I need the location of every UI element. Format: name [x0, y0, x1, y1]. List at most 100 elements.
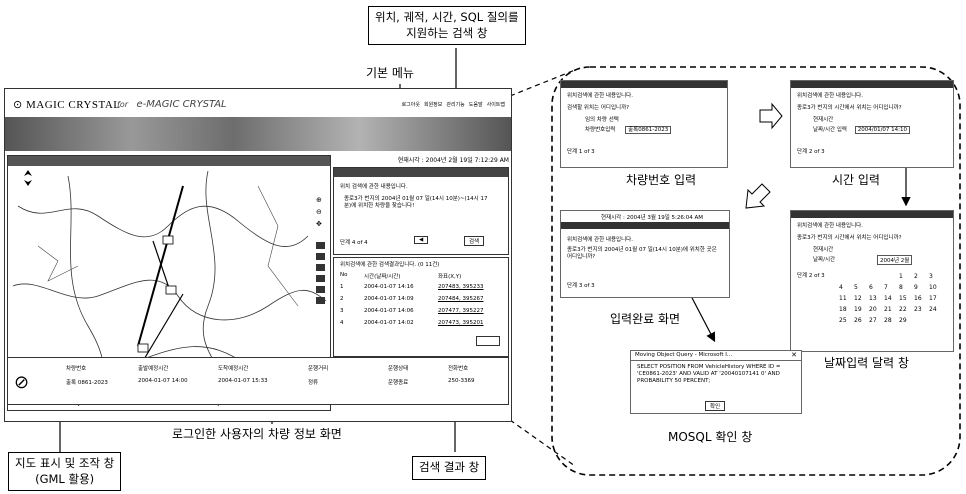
menu-admin[interactable]: 관리기능 [446, 102, 465, 108]
calendar-day[interactable]: 27 [869, 317, 877, 324]
calendar-day[interactable]: 20 [869, 306, 877, 313]
screen-step: 단계 3 of 3 [567, 283, 595, 289]
menu-sitemap[interactable]: 사이트맵 [486, 102, 505, 108]
tool-button[interactable] [316, 253, 325, 260]
map-marker[interactable] [137, 343, 149, 353]
calendar-day[interactable]: 21 [884, 306, 892, 313]
calendar-day[interactable]: 8 [899, 284, 903, 291]
zoom-out-icon[interactable]: ⊖ [316, 208, 322, 216]
map-marker[interactable] [162, 235, 174, 245]
calendar-day[interactable]: 13 [869, 295, 877, 302]
menu-help[interactable]: 도움말 [468, 102, 483, 108]
calendar-day[interactable]: 16 [914, 295, 922, 302]
zoom-in-icon[interactable]: ⊕ [316, 196, 322, 204]
calendar-day[interactable]: 24 [929, 306, 937, 313]
mosql-caption: MOSQL 확인 창 [668, 430, 753, 444]
for-label: for [117, 100, 128, 109]
mosql-title: Moving Object Query - Microsoft I... [635, 352, 733, 358]
search-button[interactable]: 검색 [464, 236, 485, 246]
info-value: 운행종료 [388, 380, 409, 386]
row-time: 2004-01-07 14:02 [364, 320, 414, 326]
calendar-day[interactable]: 29 [899, 317, 907, 324]
tool-button[interactable] [316, 275, 325, 282]
info-label: 차량번호 [66, 366, 87, 372]
pan-icon[interactable]: ✥ [316, 220, 322, 228]
result-row-4[interactable]: 4 2004-01-07 14:02 207473, 395201 [340, 320, 500, 326]
results-more-button[interactable] [476, 336, 500, 346]
calendar-day[interactable]: 7 [884, 284, 888, 291]
calendar-day[interactable]: 28 [884, 317, 892, 324]
screen-opt2[interactable]: 차량번호입력 출록0861-2023 [585, 125, 672, 134]
screen-opt1[interactable]: 임의 차량 선택 [585, 117, 619, 123]
row-time: 2004-01-07 14:09 [364, 296, 414, 302]
results-title: 위치검색에 관한 검색결과입니다. (0 11건) [340, 262, 440, 268]
calendar-day[interactable]: 12 [854, 295, 862, 302]
info-label: 출발예정시간 [138, 366, 169, 372]
row-time: 2004-01-07 14:16 [364, 284, 414, 290]
calendar-day[interactable]: 26 [854, 317, 862, 324]
menu-member[interactable]: 회원정보 [423, 102, 443, 108]
calendar-day[interactable]: 1 [899, 273, 903, 280]
tool-button[interactable] [316, 242, 325, 249]
crystal-icon: ⊙ [13, 99, 23, 111]
row-coord[interactable]: 207477, 395227 [438, 308, 484, 314]
tool-button[interactable] [316, 297, 325, 304]
tool-button[interactable] [316, 264, 325, 271]
screen-header [791, 81, 953, 88]
screen-step: 단계 2 of 3 [797, 273, 825, 279]
mosql-ok-button[interactable]: 확인 [705, 401, 726, 411]
mosql-query: SELECT POSITION FROM VehicleHistory WHER… [637, 364, 781, 385]
time-input-screen: 위치검색에 관한 내용입니다. 종로3가 번지의 시간에서 위치는 어디입니까?… [790, 80, 954, 168]
date-input[interactable]: 2004/01/07 14:10 [854, 126, 911, 134]
calendar-screen: 위치검색에 관한 내용입니다. 종로3가 번지의 시간에서 위치는 어디입니까?… [790, 210, 954, 352]
row-coord[interactable]: 207483, 395233 [438, 284, 484, 290]
plate-input[interactable]: 출록0861-2023 [625, 126, 672, 134]
calendar-day[interactable]: 3 [929, 273, 933, 280]
map-marker[interactable] [165, 285, 177, 295]
close-icon[interactable]: ✕ [791, 351, 797, 359]
calendar-day[interactable]: 6 [869, 284, 873, 291]
row-no: 1 [340, 284, 344, 290]
screen-time: 현재시각 : 2004년 3월 19일 5:26:04 AM [601, 215, 703, 221]
done-caption: 입력완료 화면 [610, 312, 681, 326]
row-no: 2 [340, 296, 344, 302]
calendar-day[interactable]: 2 [914, 273, 918, 280]
calendar-day[interactable]: 11 [839, 295, 847, 302]
result-row-2[interactable]: 2 2004-01-07 14:09 207484, 395267 [340, 296, 500, 302]
screen-q1: 위치검색에 관한 내용입니다. [797, 223, 863, 229]
tool-button[interactable] [316, 286, 325, 293]
screen-opt1[interactable]: 현재시간 [813, 247, 834, 253]
calendar-day[interactable]: 10 [929, 284, 937, 291]
result-row-3[interactable]: 3 2004-01-07 14:06 207477, 395227 [340, 308, 500, 314]
calendar-day[interactable]: 17 [929, 295, 937, 302]
row-coord[interactable]: 207473, 395201 [438, 320, 484, 326]
screen-opt2[interactable]: 날짜/시간 [813, 257, 836, 263]
callout-line-2: 지원하는 검색 창 [406, 25, 488, 40]
screen-opt2[interactable]: 날짜/시간 입력 2004/01/07 14:10 [813, 125, 911, 134]
row-coord[interactable]: 207484, 395267 [438, 296, 484, 302]
calendar-day[interactable]: 14 [884, 295, 892, 302]
calendar-caption: 날짜입력 달력 창 [824, 356, 909, 370]
callout-line-1: 지도 표시 및 조작 창 [15, 456, 115, 470]
menu-logout[interactable]: 로그아웃 [401, 102, 420, 108]
calendar-day[interactable]: 19 [854, 306, 862, 313]
calendar-day[interactable]: 22 [899, 306, 907, 313]
calendar-day[interactable]: 15 [899, 295, 907, 302]
screen-step: 단계 2 of 3 [797, 149, 825, 155]
calendar-day[interactable]: 4 [839, 284, 843, 291]
calendar-day[interactable]: 18 [839, 306, 847, 313]
prev-button[interactable]: ◀ [414, 236, 429, 244]
app-top-bar: ⊙ MAGIC CRYSTAL for e-MAGIC CRYSTAL 로그아웃… [5, 89, 511, 117]
info-value: 출록 0861-2023 [66, 380, 108, 386]
screen-q2: 검색할 위치는 어디입니까? [567, 105, 630, 111]
calendar-day[interactable]: 9 [914, 284, 918, 291]
screen-opt1[interactable]: 현재시간 [813, 117, 834, 123]
callout-line-1: 위치, 궤적, 시간, SQL 질의를 [375, 10, 519, 24]
calendar-day[interactable]: 5 [854, 284, 858, 291]
calendar-day[interactable]: 23 [914, 306, 922, 313]
calendar-day[interactable]: 25 [839, 317, 847, 324]
search-step: 단계 4 of 4 [340, 240, 368, 246]
result-row-1[interactable]: 1 2004-01-07 14:16 207483, 395233 [340, 284, 500, 290]
